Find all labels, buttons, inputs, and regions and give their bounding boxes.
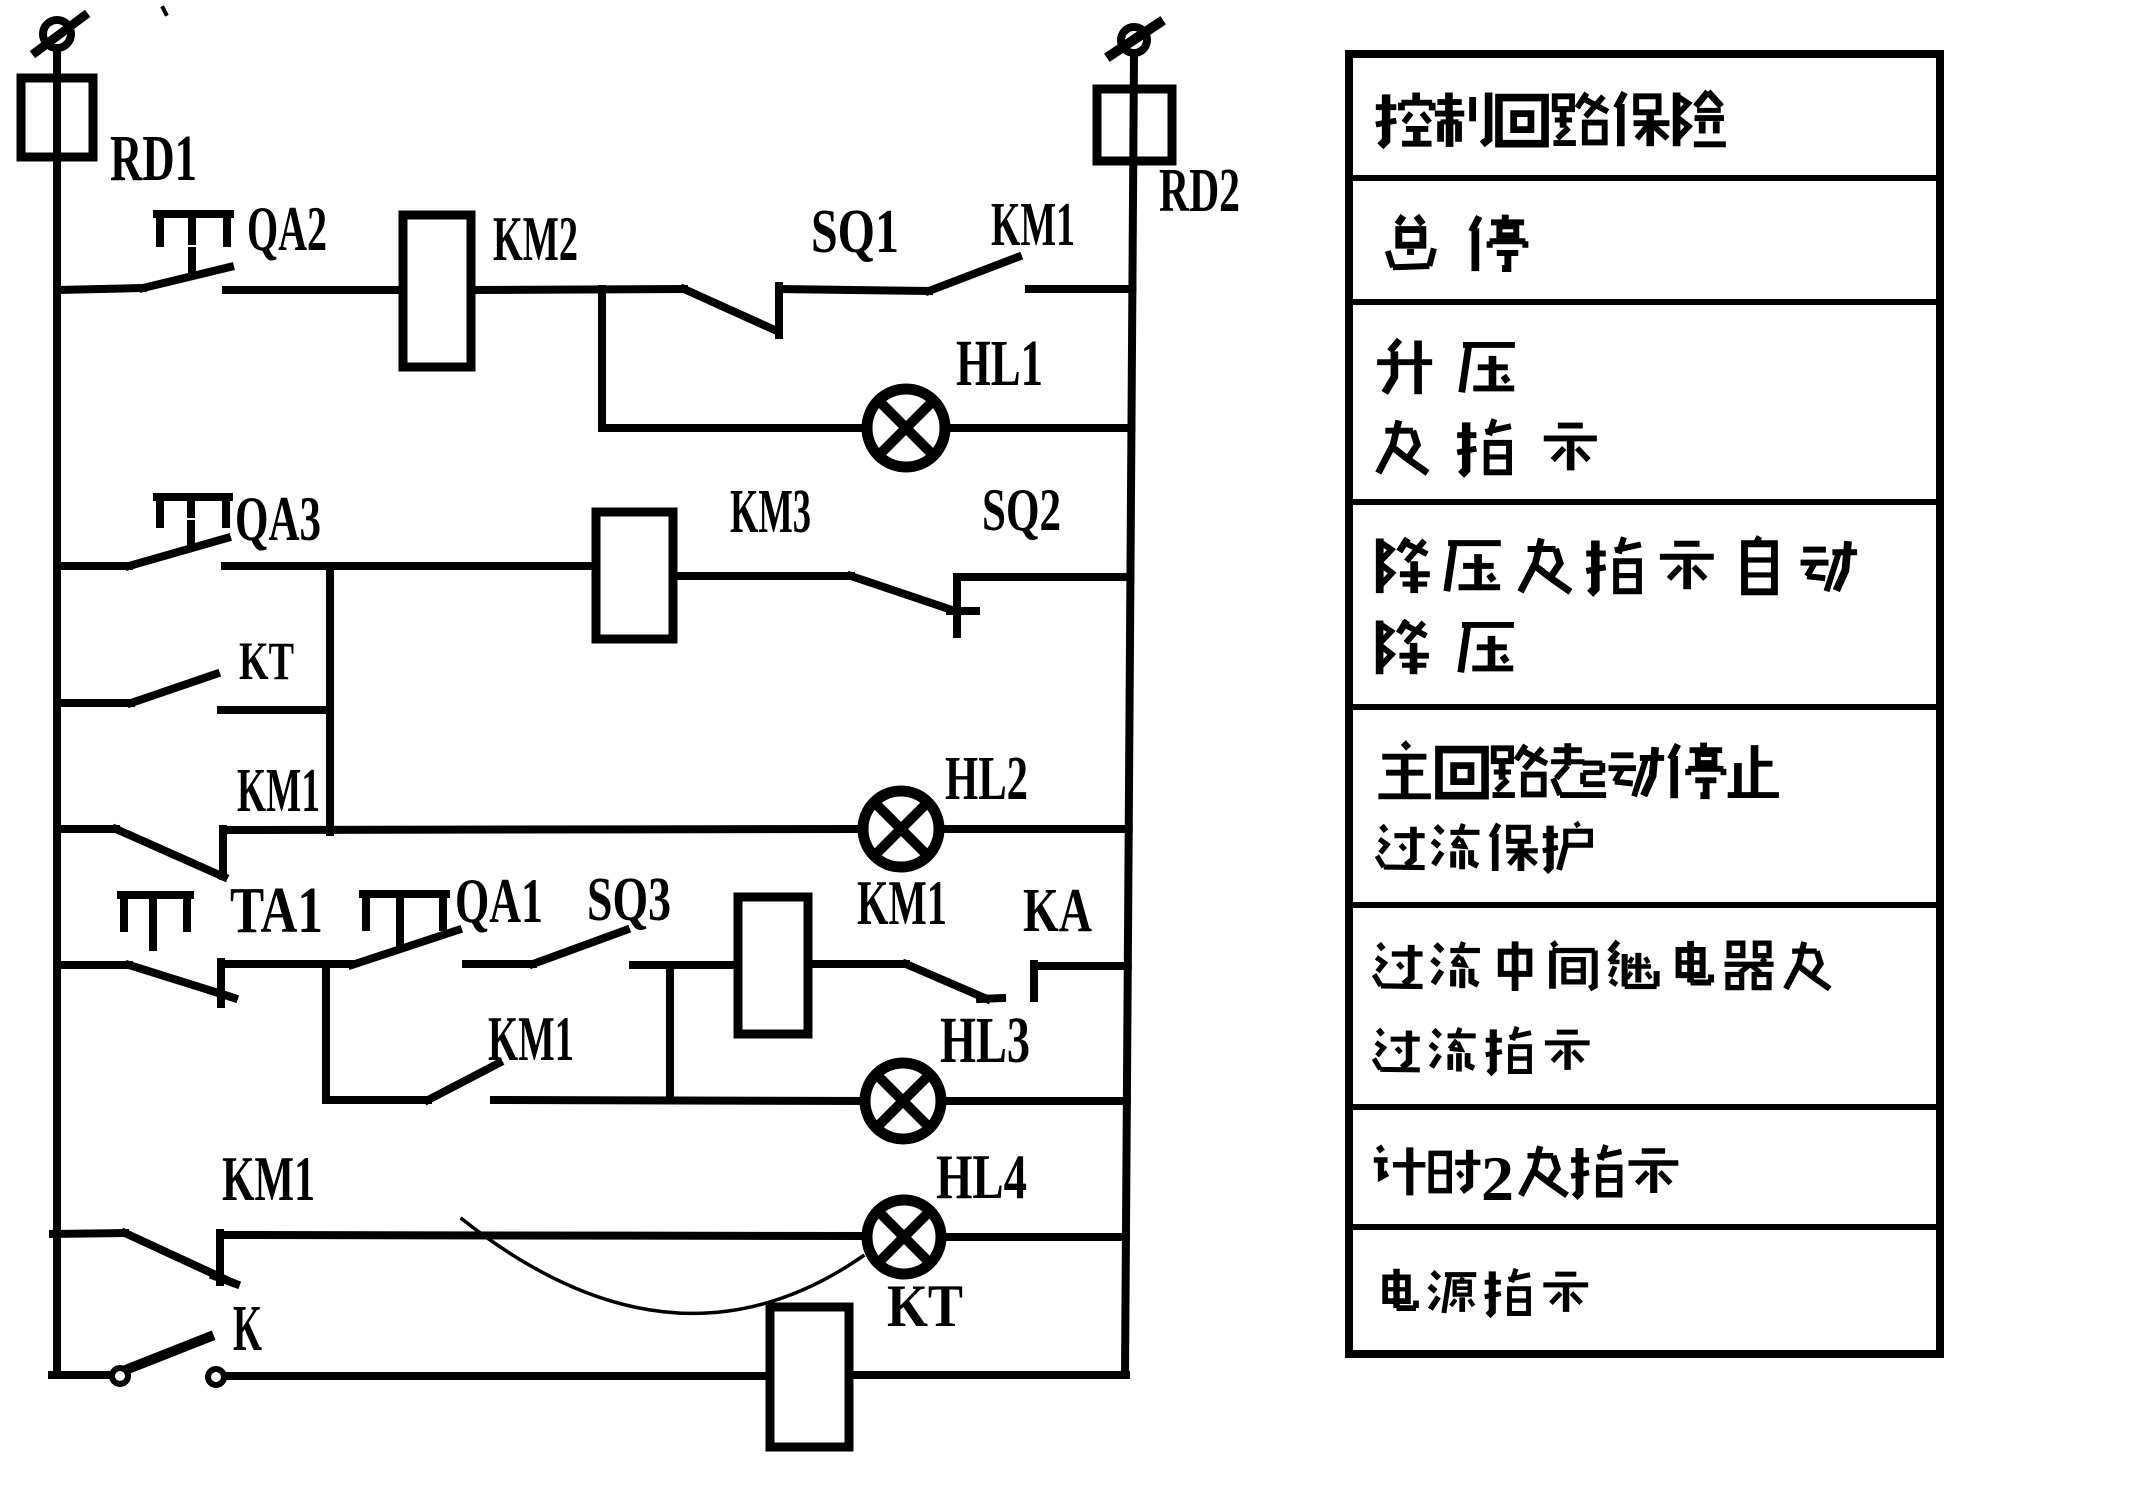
svg-text:KM1: KM1	[488, 1003, 574, 1074]
svg-text:KM1: KM1	[991, 191, 1075, 259]
svg-text:KM3: KM3	[730, 478, 811, 546]
svg-text:TA1: TA1	[230, 874, 323, 947]
svg-text:KT: KT	[887, 1273, 963, 1339]
svg-text:KM1: KM1	[857, 867, 947, 938]
svg-text:RD2: RD2	[1159, 157, 1240, 225]
svg-text:HL1: HL1	[956, 327, 1043, 400]
svg-text:QA2: QA2	[247, 193, 327, 264]
svg-text:RD1: RD1	[110, 122, 197, 195]
svg-text:HL2: HL2	[945, 745, 1028, 813]
svg-text:KM1: KM1	[237, 757, 320, 825]
svg-text:SQ3: SQ3	[587, 866, 671, 934]
svg-text:HL3: HL3	[940, 1004, 1030, 1077]
svg-text:HL4: HL4	[936, 1141, 1027, 1212]
svg-text:QA1: QA1	[455, 865, 543, 936]
svg-text:SQ2: SQ2	[982, 477, 1061, 543]
svg-text:KA: KA	[1023, 877, 1092, 945]
svg-text:SQ1: SQ1	[811, 198, 899, 266]
svg-text:K: K	[233, 1292, 262, 1365]
svg-text:KT: KT	[239, 631, 294, 691]
svg-text:KM1: KM1	[222, 1143, 315, 1214]
svg-text:QA3: QA3	[235, 483, 321, 554]
svg-text:2: 2	[1481, 1144, 1514, 1214]
svg-text:KM2: KM2	[493, 203, 578, 274]
